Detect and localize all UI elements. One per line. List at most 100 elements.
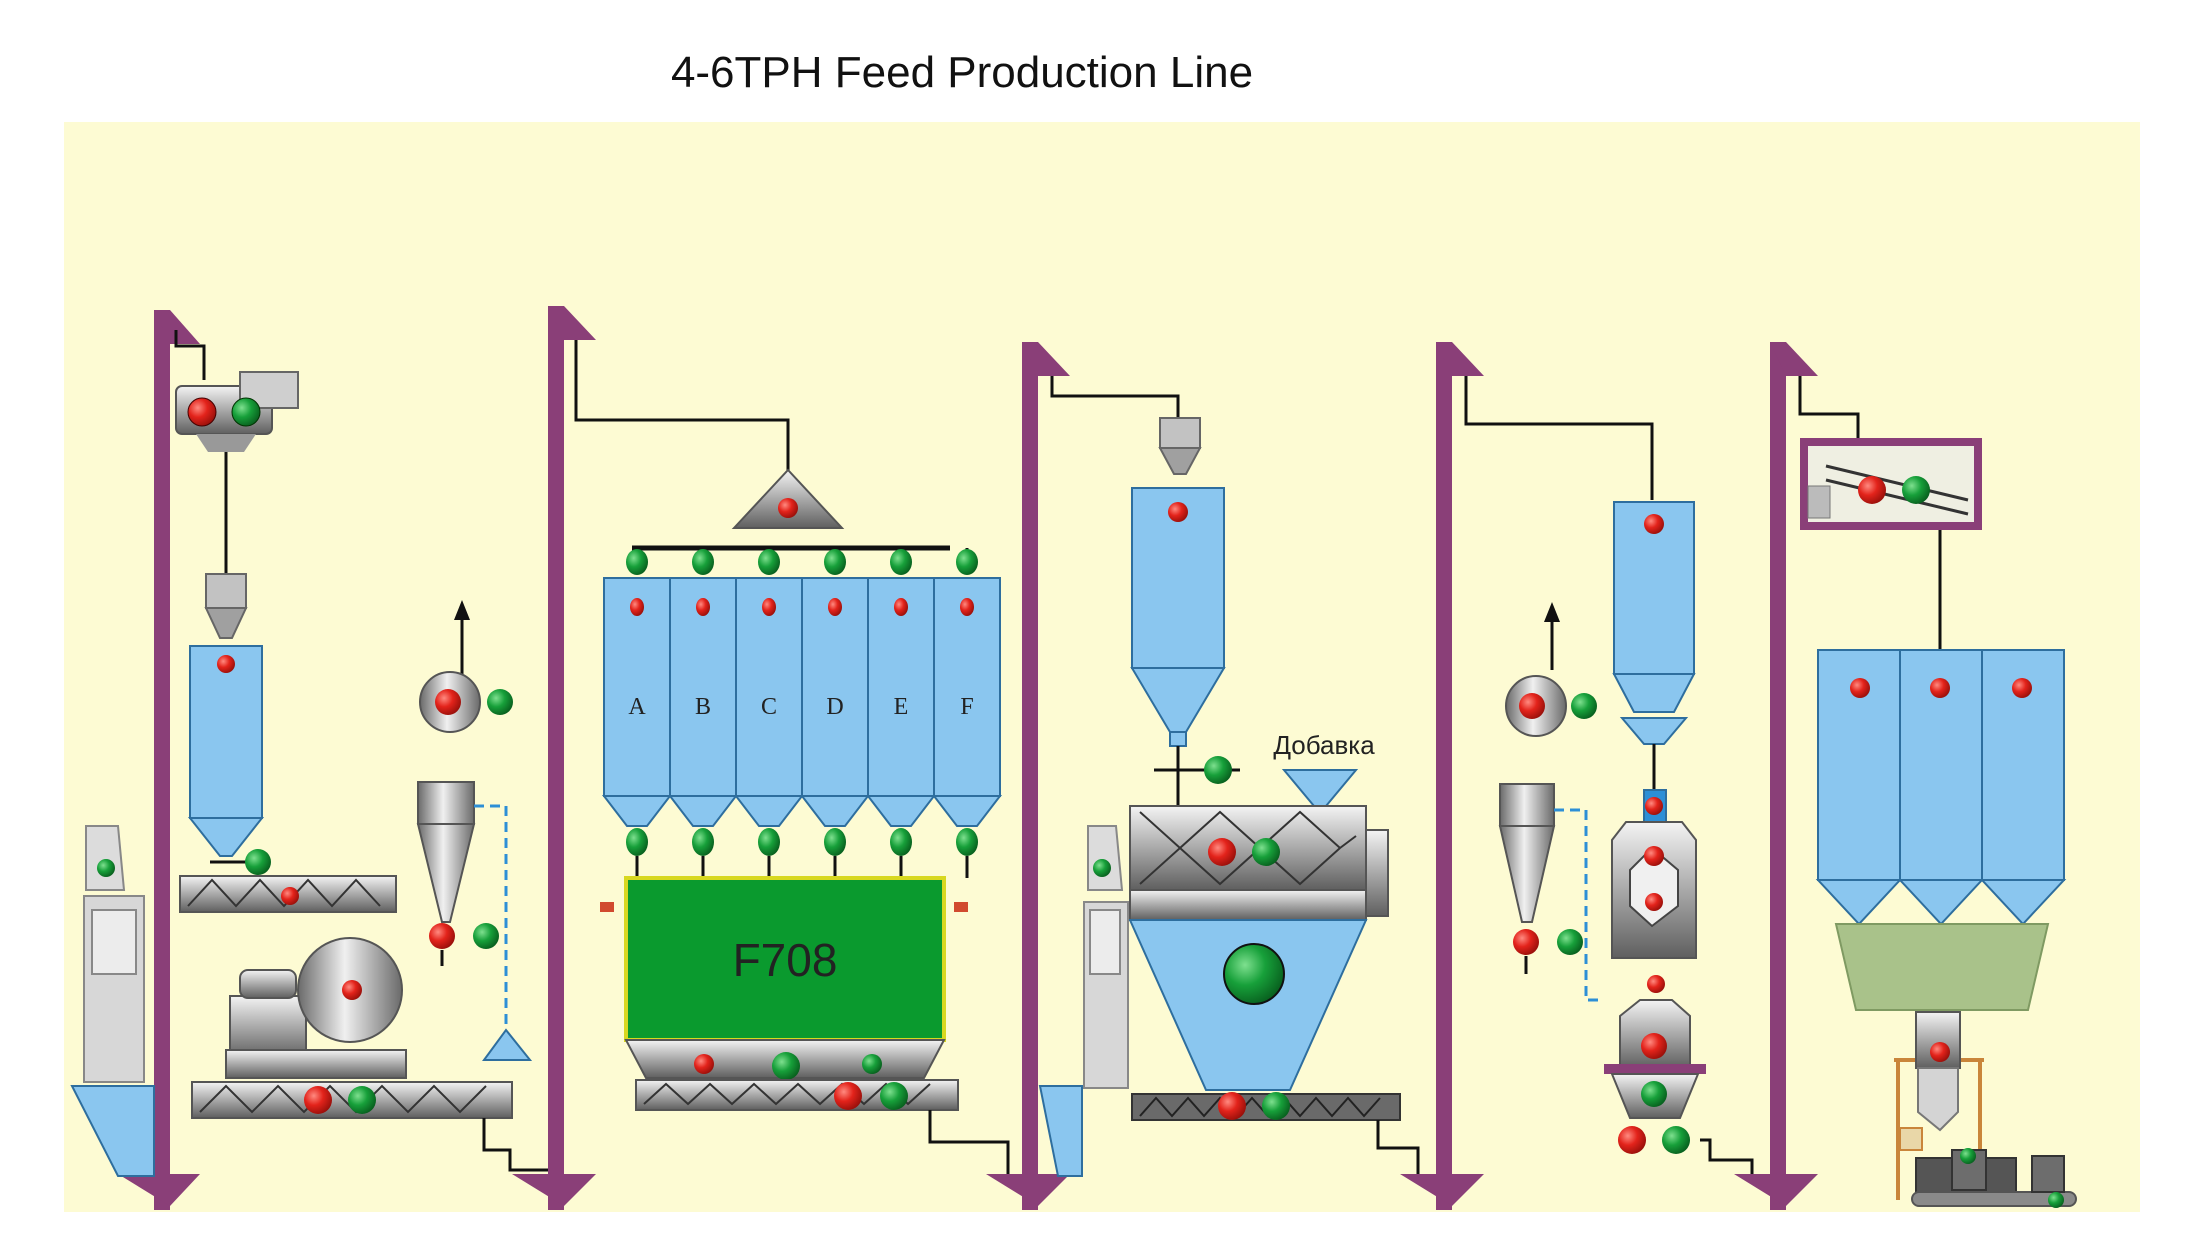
bin-feeder-indicator: [758, 828, 780, 856]
bucket-elevator-1: [118, 310, 200, 1210]
motor-indicator: [1662, 1126, 1690, 1154]
cyclone-2: [1498, 783, 1556, 923]
conveyor-line: [928, 1110, 1010, 1174]
pulse-filter: [1038, 825, 1129, 1177]
bin-cone: [667, 795, 739, 827]
pre-pellet-bin: [1130, 487, 1226, 747]
motor-indicator: [231, 397, 261, 427]
motor-indicator: [1571, 693, 1597, 719]
motor-indicator: [758, 549, 780, 575]
conveyor-line: [1050, 376, 1180, 418]
motor-indicator: [1618, 1126, 1646, 1154]
motor-indicator: [1557, 929, 1583, 955]
bin-label: F: [960, 694, 973, 720]
motor-indicator: [862, 1054, 882, 1074]
air-duct: [474, 804, 508, 1030]
motor-indicator: [1204, 756, 1232, 784]
bin-label: E: [894, 694, 909, 720]
motor-indicator: [1930, 1042, 1950, 1062]
conveyor-line: [1464, 376, 1654, 500]
motor-indicator: [1902, 476, 1930, 504]
motor-indicator: [1093, 859, 1111, 877]
bin-label: B: [695, 694, 711, 720]
bin-feeder-indicator: [824, 828, 846, 856]
motor-indicator: [1252, 838, 1280, 866]
motor-indicator: [630, 598, 644, 616]
motor-indicator: [1645, 797, 1663, 815]
motor-indicator: [187, 397, 217, 427]
batching-bins: A B C D E F: [601, 548, 1003, 878]
motor-indicator: [880, 1082, 908, 1110]
motor-indicator: [834, 1082, 862, 1110]
motor-indicator: [473, 923, 499, 949]
bin-feeder-indicator: [890, 828, 912, 856]
motor-indicator: [1208, 838, 1236, 866]
motor-indicator: [97, 859, 115, 877]
motor-indicator: [1223, 943, 1285, 1005]
bin-label: D: [826, 694, 843, 720]
pre-grinding-bin: [187, 645, 265, 857]
motor-indicator: [348, 1086, 376, 1114]
rotary-screen: [1800, 438, 1982, 530]
magnet-separator: [1158, 417, 1202, 475]
motor-indicator: [692, 549, 714, 575]
pellet-mill: [1128, 805, 1389, 1091]
motor-indicator: [1858, 476, 1886, 504]
motor-indicator: [342, 980, 362, 1000]
bin-label: C: [761, 694, 777, 720]
bin-feeder-indicator: [692, 828, 714, 856]
motor-indicator: [762, 598, 776, 616]
bin-cone: [931, 795, 1003, 827]
motor-indicator: [778, 498, 798, 518]
motor-indicator: [772, 1052, 800, 1080]
motor-indicator: [1644, 514, 1664, 534]
conveyor-line: [1700, 1138, 1754, 1174]
diagram-title: 4-6TPH Feed Production Line: [670, 48, 1254, 97]
motor-indicator: [828, 598, 842, 616]
motor-indicator: [626, 549, 648, 575]
mixer-conveyor: [635, 1079, 959, 1111]
motor-indicator: [2012, 678, 2032, 698]
motor-indicator: [956, 549, 978, 575]
pellet-cooler-bin: [1612, 501, 1696, 745]
packing-hopper: [1834, 923, 2050, 1011]
bucket-elevator-5: [1734, 342, 1818, 1210]
motor-indicator: [960, 598, 974, 616]
motor-indicator: [1960, 1148, 1976, 1164]
motor-indicator: [1168, 502, 1188, 522]
motor-indicator: [890, 549, 912, 575]
motor-indicator: [217, 655, 235, 673]
motor-indicator: [696, 598, 710, 616]
motor-indicator: [304, 1086, 332, 1114]
mixer-label: F708: [733, 934, 838, 986]
cyclone-1: [416, 781, 476, 923]
scale-marker: [600, 902, 968, 912]
bin-feeder-indicator: [626, 828, 648, 856]
motor-indicator: [1519, 693, 1545, 719]
motor-indicator: [281, 887, 299, 905]
motor-indicator: [1218, 1092, 1246, 1120]
bin-label: A: [628, 694, 646, 720]
bucket-elevator-2: [512, 306, 596, 1210]
packing-scale: [1894, 1011, 1984, 1200]
filter-hopper: [482, 1028, 533, 1061]
sewing-conveyor: [1911, 1149, 2077, 1207]
magnet-separator: [204, 573, 248, 639]
motor-indicator: [694, 1054, 714, 1074]
motor-indicator: [1262, 1092, 1290, 1120]
motor-indicator: [245, 849, 271, 875]
motor-indicator: [487, 689, 513, 715]
motor-indicator: [1645, 893, 1663, 911]
air-duct: [1554, 808, 1604, 1002]
bin-cone: [799, 795, 871, 827]
motor-indicator: [1513, 929, 1539, 955]
additive-label: Добавка: [1273, 730, 1375, 760]
conveyor-line: [574, 340, 790, 470]
bin-cone: [865, 795, 937, 827]
conveyor-line: [174, 330, 206, 380]
motor-indicator: [429, 923, 455, 949]
motor-indicator: [435, 689, 461, 715]
conveyor-line: [1376, 1120, 1420, 1174]
bin-cone: [733, 795, 805, 827]
